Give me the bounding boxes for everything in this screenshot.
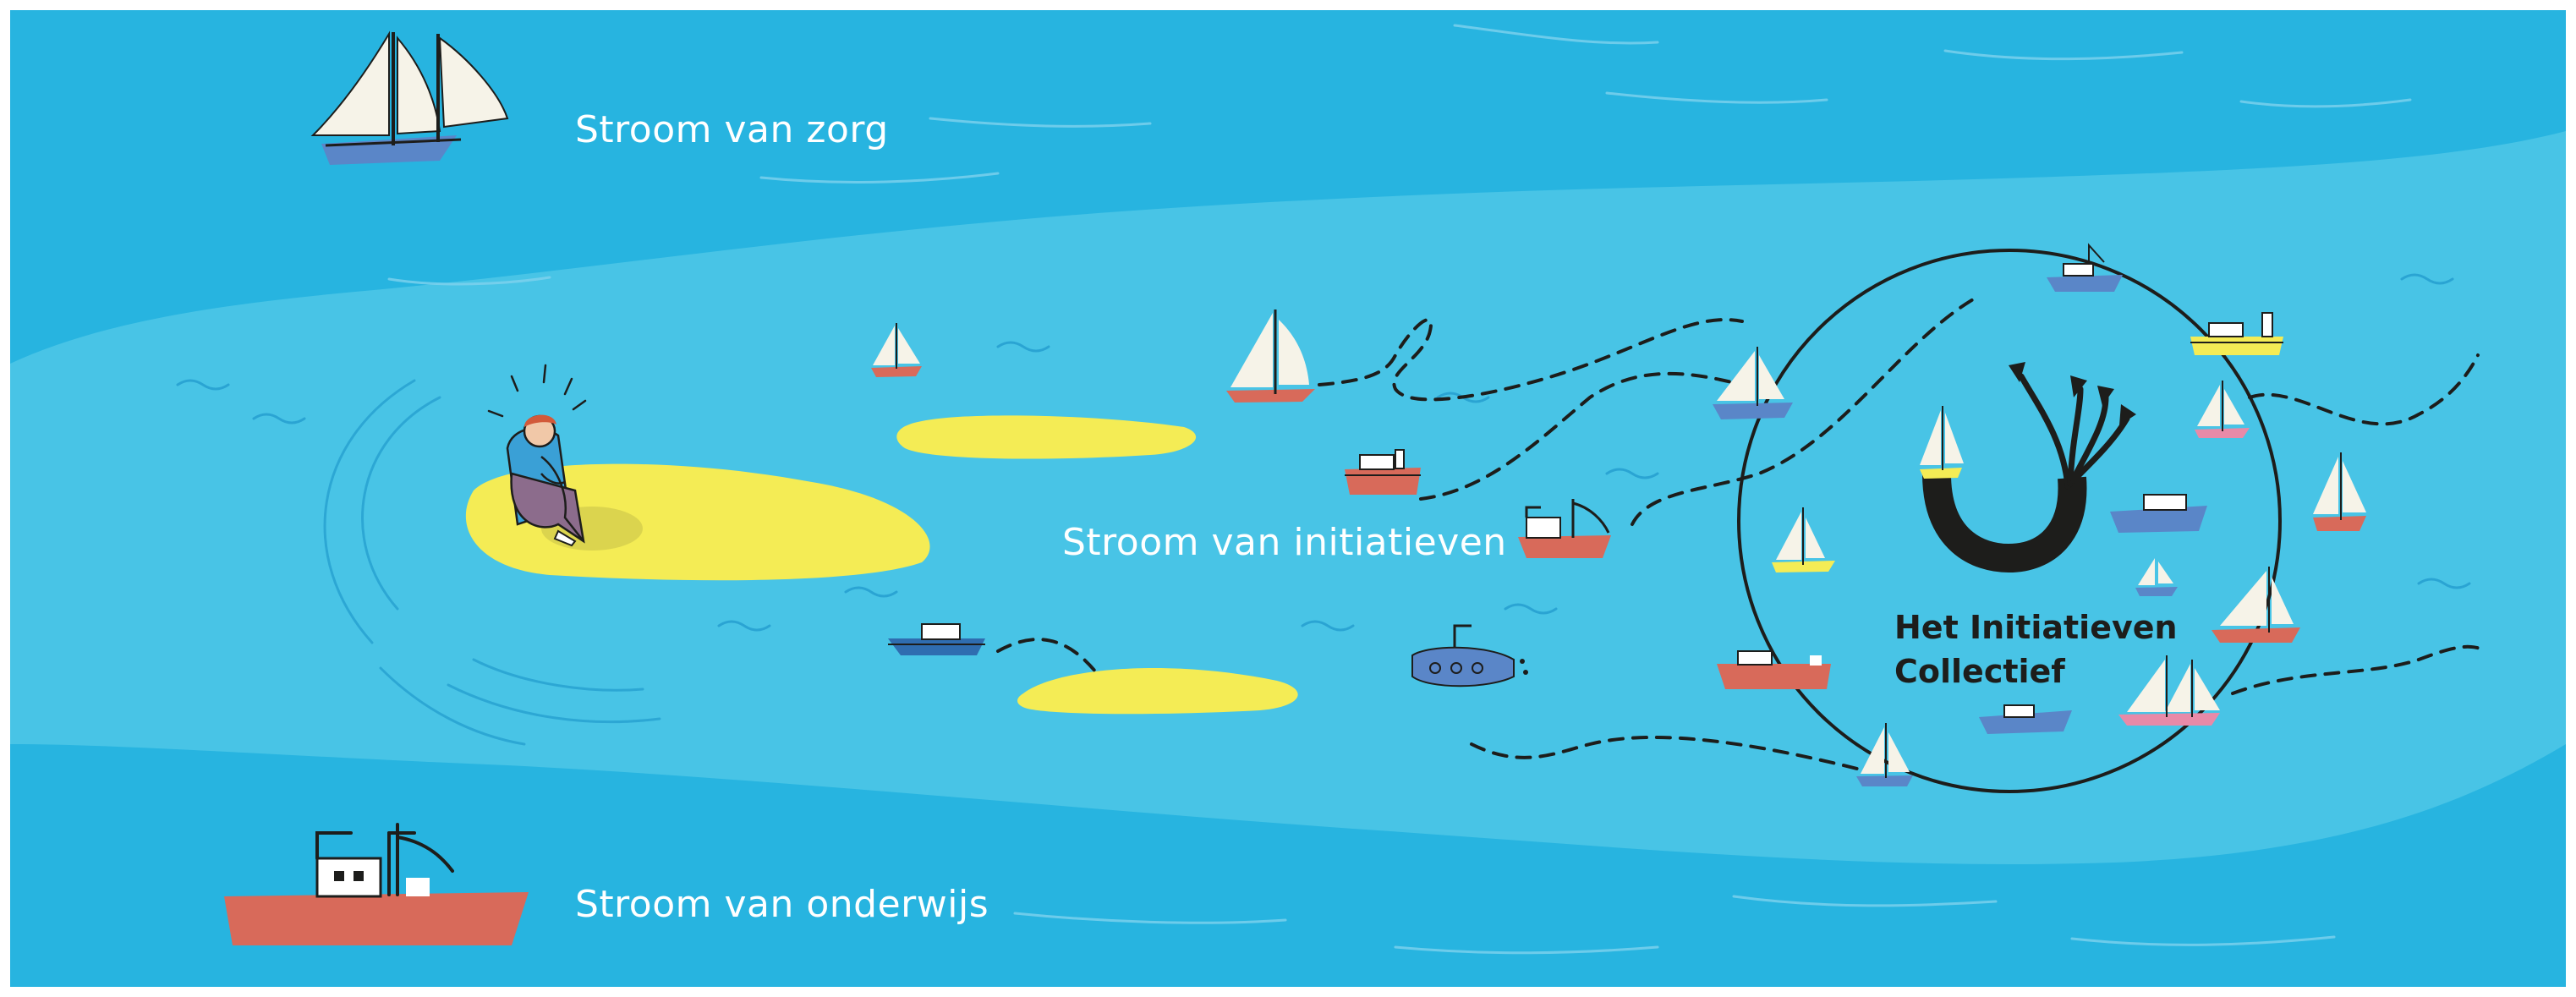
motorboat-icon — [2047, 243, 2123, 292]
sailboat-icon — [1772, 507, 1835, 572]
sailboat-icon — [2135, 558, 2178, 596]
islands — [465, 415, 1298, 715]
sailboat-icon — [2212, 567, 2300, 643]
wave-lines — [235, 24, 2412, 955]
sandbank — [1017, 667, 1298, 715]
motorboat-icon — [1979, 704, 2072, 734]
fishing-boat-icon — [224, 823, 529, 945]
steamboat-icon — [1345, 449, 1421, 495]
fishing-boat-icon — [1518, 499, 1611, 558]
sailboat-icon — [2313, 452, 2366, 531]
sailboat-icon — [871, 323, 922, 377]
sailboat-icon — [1226, 310, 1315, 403]
island-ripples — [323, 379, 661, 746]
stream-label-initiatives: Stroom van initiatieven — [1062, 521, 1507, 564]
arrows-logo-icon — [1920, 362, 2136, 573]
sitting-person-icon — [487, 364, 643, 551]
large-island — [465, 463, 930, 581]
sailboat-icon — [1856, 723, 1913, 786]
schooner-icon — [310, 30, 509, 165]
motorboat-icon — [2110, 494, 2207, 533]
steamboat-icon — [1717, 650, 1831, 689]
stream-label-education: Stroom van onderwijs — [575, 883, 989, 926]
steamboat-icon — [2190, 312, 2283, 355]
collective-name-line1: Het Initiatieven — [1894, 609, 2178, 646]
submarine-icon — [1411, 624, 1528, 687]
stream-label-care: Stroom van zorg — [575, 108, 889, 151]
small-island — [896, 415, 1197, 459]
collective-name-line2: Collectief — [1894, 653, 2065, 690]
middle-river — [10, 131, 2566, 864]
sailboat-icon — [2118, 655, 2220, 726]
motorboat-icon — [888, 623, 985, 655]
sailboat-icon — [2195, 381, 2250, 438]
sailboat-icon — [1713, 347, 1793, 419]
dashed-routes — [996, 294, 2488, 771]
collective-circle — [1737, 249, 2282, 793]
